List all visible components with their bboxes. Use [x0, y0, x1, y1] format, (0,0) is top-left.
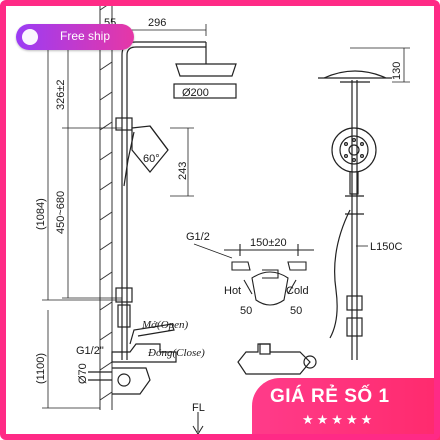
dim-height-326: 326±2: [55, 79, 67, 110]
dim-height-1100: (1100): [35, 353, 47, 384]
valve-detail: [224, 244, 314, 306]
dim-inlet-thread: G1/2: [186, 231, 210, 243]
hand-shower-side: [123, 125, 169, 187]
top-right-dimension: [350, 47, 410, 83]
dim-inlet-spacing: 150±20: [250, 237, 287, 249]
free-ship-label: Free ship: [60, 29, 111, 43]
riser-pipe-side: [115, 41, 206, 360]
dim-height-1084: (1084): [35, 198, 47, 230]
dim-head-height: 130: [391, 62, 403, 80]
dim-head-diameter: Ø200: [182, 87, 209, 99]
hand-shower-front: [331, 127, 377, 195]
dim-arm-length: 296: [148, 17, 166, 29]
dim-handshower-angle: 60°: [143, 153, 160, 165]
rain-head-side: [173, 42, 237, 99]
riser-pipe-front: [345, 80, 364, 360]
mixer-valve-side: [88, 323, 177, 395]
hose: [329, 209, 351, 339]
label-open: Mở(Open): [141, 319, 189, 331]
wall-section: [99, 0, 113, 410]
free-ship-badge: Free ship: [16, 24, 134, 50]
dim-inlet-thread-left: G1/2": [76, 345, 104, 357]
label-hot: Hot: [224, 285, 241, 297]
dim-height-450-680: 450~680: [55, 191, 67, 234]
price-badge-label: GIÁ RẺ SỐ 1: [270, 386, 390, 407]
price-badge: GIÁ RẺ SỐ 1 ★★★★★: [252, 378, 440, 440]
label-fifty-right: 50: [290, 305, 302, 317]
dim-handshower-span: 243: [177, 162, 189, 180]
dim-floor-mark: FL: [192, 402, 205, 414]
rain-head-front: [318, 70, 392, 83]
badge-dot-icon: [22, 29, 38, 45]
label-close: Đóng(Close): [147, 347, 205, 359]
label-cold: Cold: [286, 285, 309, 297]
floor-marker: [192, 412, 204, 435]
mixer-front: [237, 343, 317, 375]
dim-mixer-offset: Ø70: [77, 363, 89, 384]
dim-hose-length: L150C: [370, 241, 402, 253]
rating-stars-icon: ★★★★★: [302, 412, 376, 427]
label-fifty-left: 50: [240, 305, 252, 317]
